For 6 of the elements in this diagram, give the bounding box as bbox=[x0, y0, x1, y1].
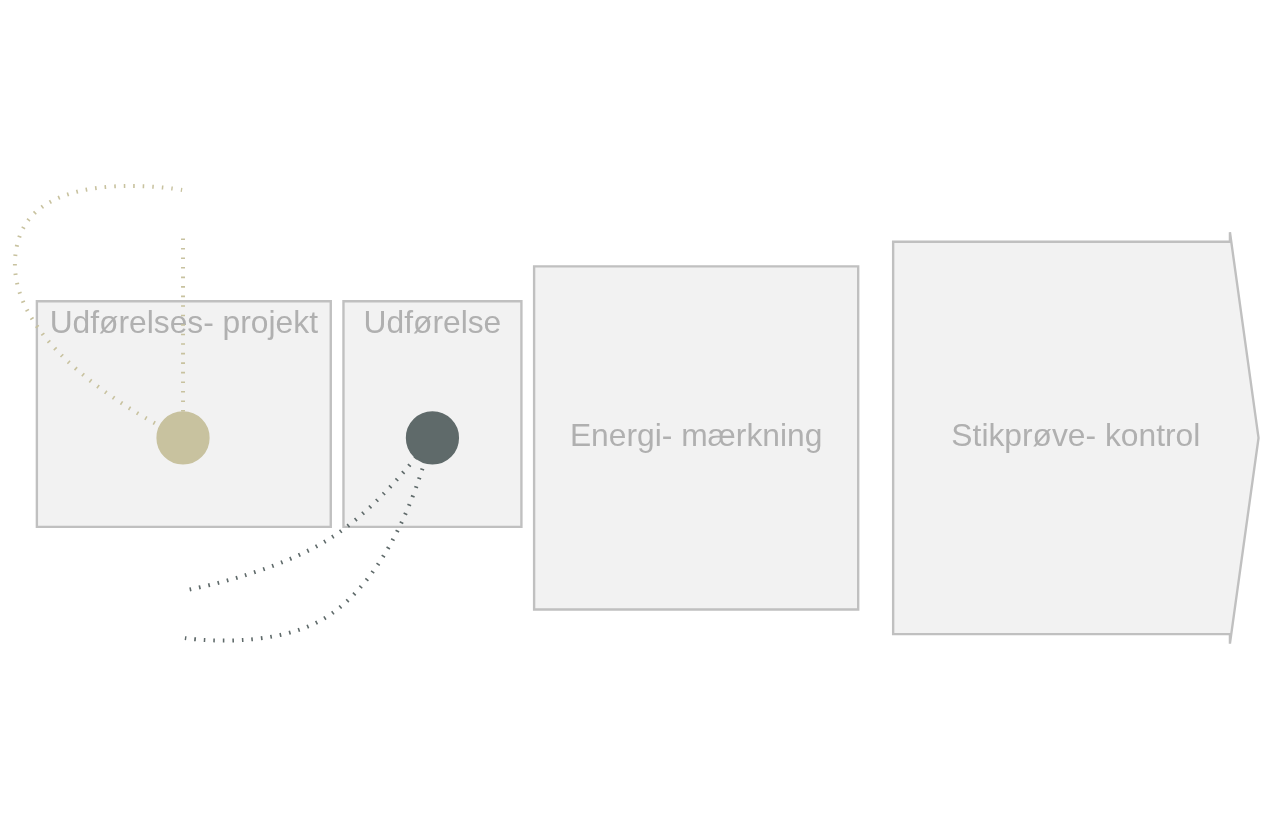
node-box: Energi- mærkning bbox=[532, 264, 860, 611]
node-circle bbox=[156, 410, 210, 464]
cluster: Udførelse bbox=[342, 299, 523, 528]
node-circle bbox=[405, 410, 460, 464]
connector bbox=[13, 183, 183, 428]
cluster: Udførelses- projekt bbox=[35, 299, 332, 528]
